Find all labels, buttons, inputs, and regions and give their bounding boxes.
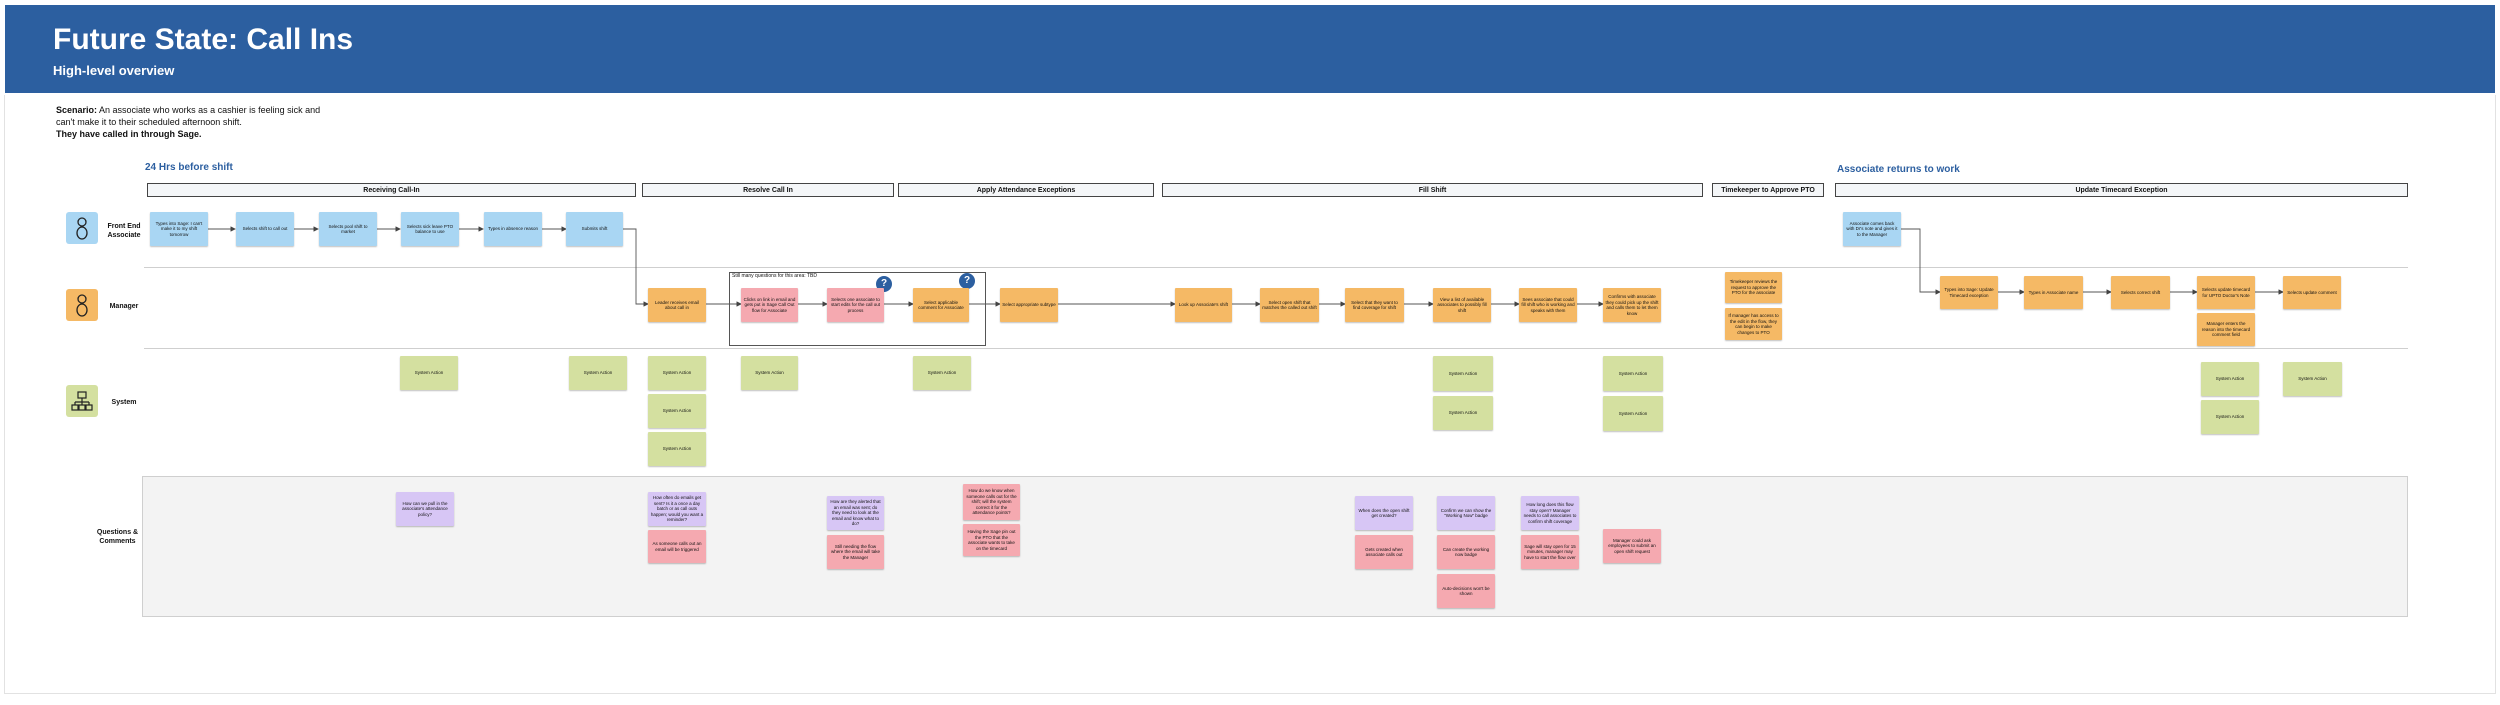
system-action-note: System Action — [741, 356, 798, 390]
sticky-note: Types in Associate name — [2024, 276, 2083, 309]
question-note: How often do emails get sent? Is it a on… — [648, 492, 706, 526]
sticky-note: Select open shift that matches the calle… — [1260, 288, 1319, 322]
comment-note: Auto-decisions won't be shown — [1437, 574, 1495, 608]
phase-update-timecard: Update Timecard Exception — [1835, 183, 2408, 197]
sticky-note: Timekeeper reviews the request to approv… — [1725, 272, 1782, 303]
sticky-note: Confirms with associate they could pick … — [1603, 288, 1661, 322]
system-action-note: System Action — [2201, 400, 2259, 434]
question-note: When does the open shift get created? — [1355, 496, 1413, 530]
comment-note: Sage will stay open for 15 minutes, mana… — [1521, 535, 1579, 569]
system-action-note: System Action — [1603, 396, 1663, 431]
person-icon — [66, 289, 98, 321]
phase-attendance-exceptions: Apply Attendance Exceptions — [898, 183, 1154, 197]
canvas-frame — [4, 95, 2496, 694]
sticky-note: If manager has access to the edit in the… — [1725, 308, 1782, 340]
scenario-highlight: They have called in through Sage. — [56, 129, 202, 139]
comment-note: How do we know when someone calls out fo… — [963, 484, 1020, 520]
system-action-note: System Action — [913, 356, 971, 390]
phase-receiving-call-in: Receiving Call-In — [147, 183, 636, 197]
sticky-note: Types in absence reason — [484, 212, 542, 246]
comment-note: Having the Sage pin out the PTO that the… — [963, 524, 1020, 556]
system-action-note: System Action — [1433, 356, 1493, 391]
sticky-note: Selects sick leave PTO balance to use — [401, 212, 459, 246]
sticky-note: Sees associate that could fill shift who… — [1519, 288, 1577, 322]
header-banner: Future State: Call Ins High-level overvi… — [5, 5, 2495, 93]
sticky-note: View a list of available associates to p… — [1433, 288, 1491, 322]
question-note: How can we pull in the associate's atten… — [396, 492, 454, 526]
system-action-note: System Action — [648, 394, 706, 428]
sticky-note: Selects update comment — [2283, 276, 2341, 309]
system-action-note: System Action — [2283, 362, 2342, 396]
comment-note: Can create the working now badge — [1437, 535, 1495, 569]
system-action-note: System Action — [648, 356, 706, 390]
timing-before-label: 24 Hrs before shift — [145, 162, 233, 173]
sticky-note: Selects update timecard for UPTO Doctor'… — [2197, 276, 2255, 309]
sticky-note: Selects pool shift to market — [319, 212, 377, 246]
person-icon — [66, 212, 98, 244]
sticky-note: Selects shift to call out — [236, 212, 294, 246]
phase-resolve-call-in: Resolve Call In — [642, 183, 894, 197]
sticky-note: Types into Sage: Update Timecard excepti… — [1940, 276, 1998, 309]
tbd-label: Still many questions for this area: TBD — [732, 273, 817, 279]
sticky-note: Submits shift — [566, 212, 623, 246]
system-action-note: System Action — [400, 356, 458, 390]
questions-lane — [142, 476, 2408, 617]
sticky-note: Look up Associate's shift — [1175, 288, 1232, 322]
page-title: Future State: Call Ins — [53, 23, 354, 56]
lane-divider — [144, 267, 2408, 268]
page-subtitle: High-level overview — [53, 63, 175, 78]
sticky-note: Select applicable comment for Associate — [913, 288, 969, 322]
comment-note: Still needing the flow where the email w… — [827, 535, 884, 569]
sticky-note: Selects one associate to start edits for… — [827, 288, 884, 322]
system-action-note: System Action — [569, 356, 627, 390]
phase-fill-shift: Fill Shift — [1162, 183, 1703, 197]
org-chart-icon — [66, 385, 98, 417]
question-note: How long does this flow stay open? Manag… — [1521, 496, 1579, 530]
question-note: How are they alerted that an email was s… — [827, 496, 884, 530]
sticky-note: Clicks on link in email and gets put in … — [741, 288, 798, 322]
timing-returns-label: Associate returns to work — [1837, 164, 1960, 175]
comment-note: Manager could ask employees to submit an… — [1603, 529, 1661, 563]
system-action-note: System Action — [1603, 356, 1663, 391]
lane-label-associate: Front End Associate — [107, 223, 141, 239]
system-action-note: System Action — [2201, 362, 2259, 396]
scenario-text: Scenario: An associate who works as a ca… — [56, 105, 321, 139]
comment-note: As someone calls out an email will be tr… — [648, 530, 706, 563]
comment-note: Gets created when associate calls out — [1355, 535, 1413, 569]
question-mark-icon: ? — [959, 273, 975, 289]
lane-divider — [144, 348, 2408, 349]
lane-label-system: System — [111, 399, 137, 406]
lane-label-manager: Manager — [109, 303, 139, 310]
system-action-note: System Action — [648, 432, 706, 466]
sticky-note: Associate comes back with Dr's note and … — [1843, 212, 1901, 246]
question-note: Confirm we can show the "Working Now" ba… — [1437, 496, 1495, 530]
sticky-note: Leader receives email about call in — [648, 288, 706, 322]
sticky-note: Select appropriate subtype — [1000, 288, 1058, 322]
sticky-note: Select that they want to find coverage f… — [1345, 288, 1404, 322]
sticky-note: Types into Sage: I can't make it to my s… — [150, 212, 208, 246]
phase-timekeeper-pto: Timekeeper to Approve PTO — [1712, 183, 1824, 197]
system-action-note: System Action — [1433, 396, 1493, 430]
sticky-note: Selects correct shift — [2111, 276, 2170, 309]
lane-label-questions: Questions & Comments — [96, 529, 139, 545]
sticky-note: Manager enters the reason into the timec… — [2197, 313, 2255, 346]
